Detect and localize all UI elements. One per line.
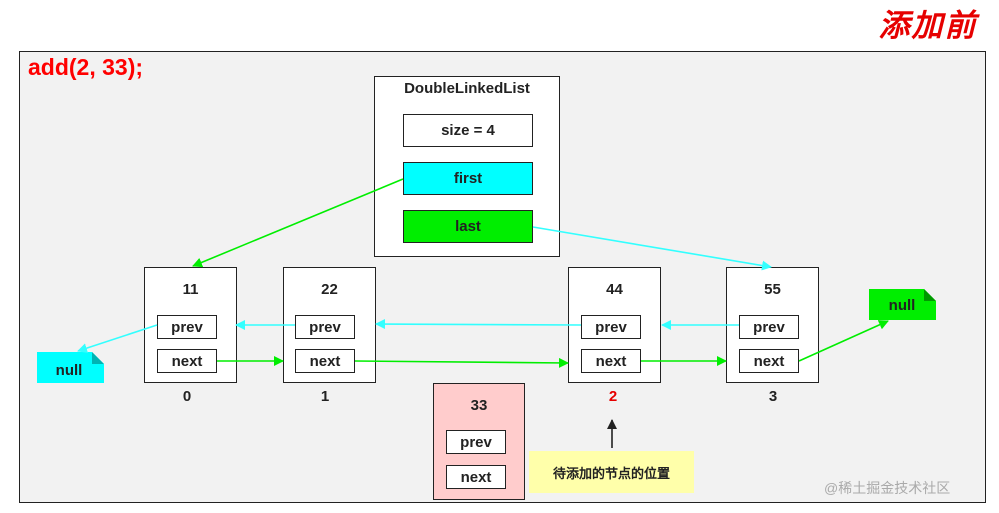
pending-node-prev: prev xyxy=(446,430,506,454)
node-3-next: next xyxy=(739,349,799,373)
node-1-index: 1 xyxy=(320,388,330,405)
prev-2-1-arrow xyxy=(375,319,582,330)
node-3-value: 55 xyxy=(764,281,781,298)
node-1-prev: prev xyxy=(295,315,355,339)
watermark: @稀土掘金技术社区 xyxy=(824,480,951,496)
node-2-index: 2 xyxy=(608,388,618,405)
null-right-tag: null xyxy=(869,289,936,320)
node-2-next: next xyxy=(581,349,641,373)
last-pointer-arrow xyxy=(532,226,772,271)
node-0-prev: prev xyxy=(157,315,217,339)
null-right-label: null xyxy=(889,297,916,314)
prev-0-null-arrow xyxy=(77,324,158,353)
operation-label: add(2, 33); xyxy=(28,54,144,80)
first-pointer-arrow xyxy=(192,178,404,268)
next-3-null-arrow xyxy=(798,320,889,362)
pending-node-value: 33 xyxy=(470,397,488,414)
null-left-tag: null xyxy=(37,352,104,383)
list-title: DoubleLinkedList xyxy=(404,80,530,97)
headline: 添加前 xyxy=(878,8,978,44)
next-1-2-arrow xyxy=(354,357,569,368)
node-2-prev: prev xyxy=(581,315,641,339)
node-0-index: 0 xyxy=(182,388,192,405)
insert-position-note: 待添加的节点的位置 xyxy=(529,451,694,493)
first-field: first xyxy=(403,162,533,195)
node-0-next: next xyxy=(157,349,217,373)
node-0-value: 11 xyxy=(182,281,199,298)
last-field: last xyxy=(403,210,533,243)
node-1-next: next xyxy=(295,349,355,373)
pending-node-next: next xyxy=(446,465,506,489)
node-3-prev: prev xyxy=(739,315,799,339)
node-2-value: 44 xyxy=(606,281,623,298)
node-3-index: 3 xyxy=(768,388,778,405)
null-left-label: null xyxy=(56,362,83,379)
size-field: size = 4 xyxy=(403,114,533,147)
node-1-value: 22 xyxy=(321,281,338,298)
